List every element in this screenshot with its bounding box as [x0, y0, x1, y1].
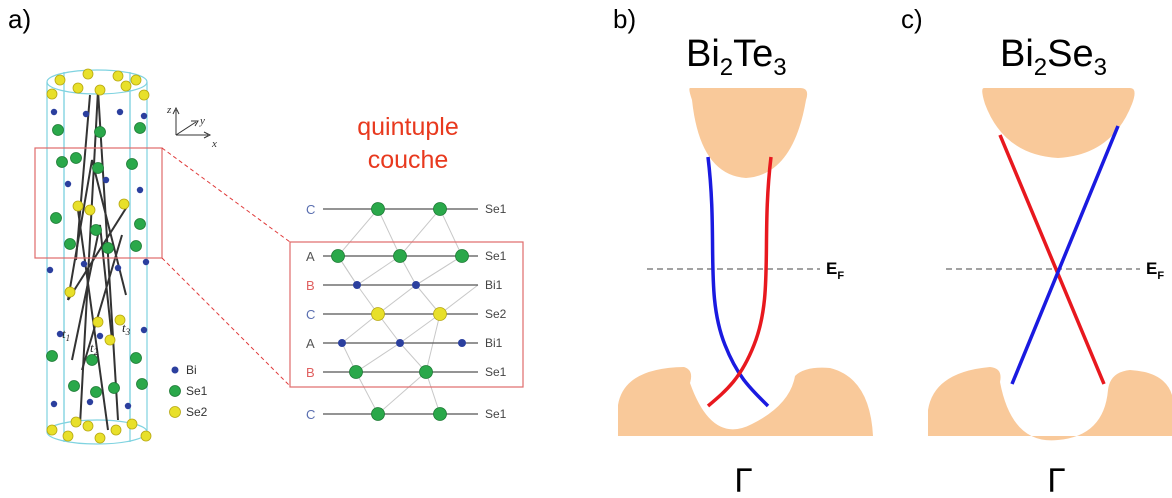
panel-b-label: b)	[613, 4, 636, 34]
axis-z-label: z	[166, 104, 172, 116]
zoom-line-top	[161, 147, 291, 243]
panel-c-label: c)	[901, 4, 923, 34]
t-vector-labels: t1 t2 t3	[62, 320, 131, 357]
quintuple-label-line2: couche	[368, 146, 449, 174]
panel-b-conduction-band	[689, 88, 808, 178]
layer-element: Bi1	[485, 336, 503, 350]
panel-c-valence-band	[928, 367, 1172, 441]
legend-se1-swatch	[169, 385, 181, 397]
layer-element: Bi1	[485, 278, 503, 292]
layer-element: Se2	[485, 307, 507, 321]
layer-bi-atoms	[338, 281, 466, 347]
layer-element: Se1	[485, 365, 507, 379]
layer-letter: B	[306, 365, 315, 380]
panel-a-label: a)	[8, 4, 31, 34]
layer-element: Se1	[485, 407, 507, 421]
legend-se2-label: Se2	[186, 405, 208, 419]
legend-bi-swatch	[171, 366, 179, 374]
panel-b-title: Bi2Te3	[686, 33, 787, 81]
panel-c-gamma-label: Γ	[1047, 462, 1065, 498]
crystal-unit-cell	[46, 69, 148, 445]
panel-c-fermi-label: EF	[1146, 259, 1164, 282]
panel-c-surface-state-blue	[1010, 125, 1120, 385]
lattice-vectors	[67, 89, 129, 431]
layer-letter: C	[306, 307, 315, 322]
panel-b-gamma-label: Γ	[734, 462, 752, 498]
panel-b-surface-state-red	[706, 156, 773, 408]
layer-letter: B	[306, 278, 315, 293]
panel-c-surface-state-red	[998, 134, 1106, 385]
axis-y-label: y	[199, 115, 205, 127]
axis-x-label: x	[211, 138, 217, 150]
svg-text:t1: t1	[62, 326, 70, 343]
layer-letter: C	[306, 202, 315, 217]
crystal-se2-atoms	[46, 68, 152, 444]
legend-se1-label: Se1	[186, 384, 208, 398]
crystal-highlight-box	[34, 147, 163, 259]
layer-se1-atoms	[331, 202, 469, 421]
legend-se2-swatch	[169, 406, 181, 418]
quintuple-label-line1: quintuple	[357, 113, 458, 141]
svg-text:t3: t3	[122, 320, 131, 337]
layer-letter: C	[306, 407, 315, 422]
atom-legend: Bi Se1 Se2	[169, 363, 208, 419]
panel-b-surface-state-blue	[706, 156, 770, 408]
zoom-line-bottom	[161, 257, 291, 387]
panel-b-fermi-label: EF	[826, 259, 844, 282]
panel-b-valence-band	[618, 367, 873, 436]
panel-c-title: Bi2Se3	[1000, 33, 1107, 81]
crystal-bi-atoms	[46, 108, 150, 410]
layer-se2-atoms	[371, 307, 447, 321]
crystal-se1-atoms	[46, 122, 148, 398]
layer-element: Se1	[485, 249, 507, 263]
layer-bond-lines	[337, 208, 479, 415]
layer-letter: A	[306, 336, 315, 351]
layer-stack-diagram: C A B C A B C Se1 Se1 Bi1 Se2 Bi1 Se1 Se…	[289, 202, 524, 422]
legend-bi-label: Bi	[186, 363, 197, 377]
quintuple-layer-box	[289, 241, 524, 388]
layer-element: Se1	[485, 202, 507, 216]
coordinate-axes-icon	[172, 106, 212, 139]
svg-text:t2: t2	[90, 340, 99, 357]
panel-c-conduction-band	[982, 88, 1135, 158]
layer-letter: A	[306, 249, 315, 264]
